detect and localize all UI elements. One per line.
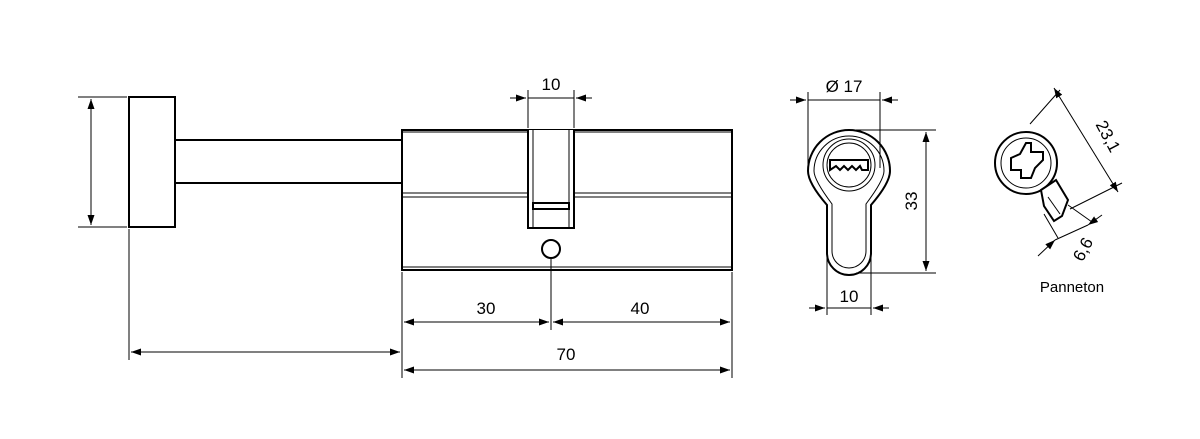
- cam-slot: [527, 130, 575, 229]
- right-length-label: 40: [631, 299, 650, 318]
- cam-length-label: 23,1: [1092, 117, 1124, 155]
- thumb-turn-knob: [128, 96, 176, 228]
- left-length-label: 30: [477, 299, 496, 318]
- front-view-dimensions: Ø 17 33 10: [790, 77, 936, 315]
- cam-slot-width-label: 10: [542, 75, 561, 94]
- cam-inner-ring: [1000, 137, 1052, 189]
- cam-length-dimension-line: [1053, 87, 1119, 193]
- cam-spline: [1010, 142, 1044, 179]
- keyway: [829, 159, 869, 172]
- cylinder-front-view: [806, 128, 892, 276]
- spindle: [174, 139, 403, 184]
- cam-view-label: Panneton: [1040, 279, 1104, 296]
- side-view-dimensions: 30 40 70 10: [78, 75, 733, 378]
- cylinder-profile: [806, 128, 892, 276]
- profile-inner-outline: [813, 135, 885, 269]
- plug-inner: [826, 142, 872, 188]
- cam-width-label: 6,6: [1069, 235, 1097, 265]
- cam-view: [994, 131, 1070, 223]
- cam-tab: [532, 202, 570, 210]
- cylinder-side-view: [128, 96, 733, 271]
- plug-outer: [822, 138, 876, 192]
- height-label: 33: [902, 192, 921, 211]
- bottom-width-label: 10: [840, 287, 859, 306]
- diameter-label: Ø 17: [826, 77, 863, 96]
- fixing-screw-hole: [541, 239, 561, 259]
- total-length-label: 70: [557, 345, 576, 364]
